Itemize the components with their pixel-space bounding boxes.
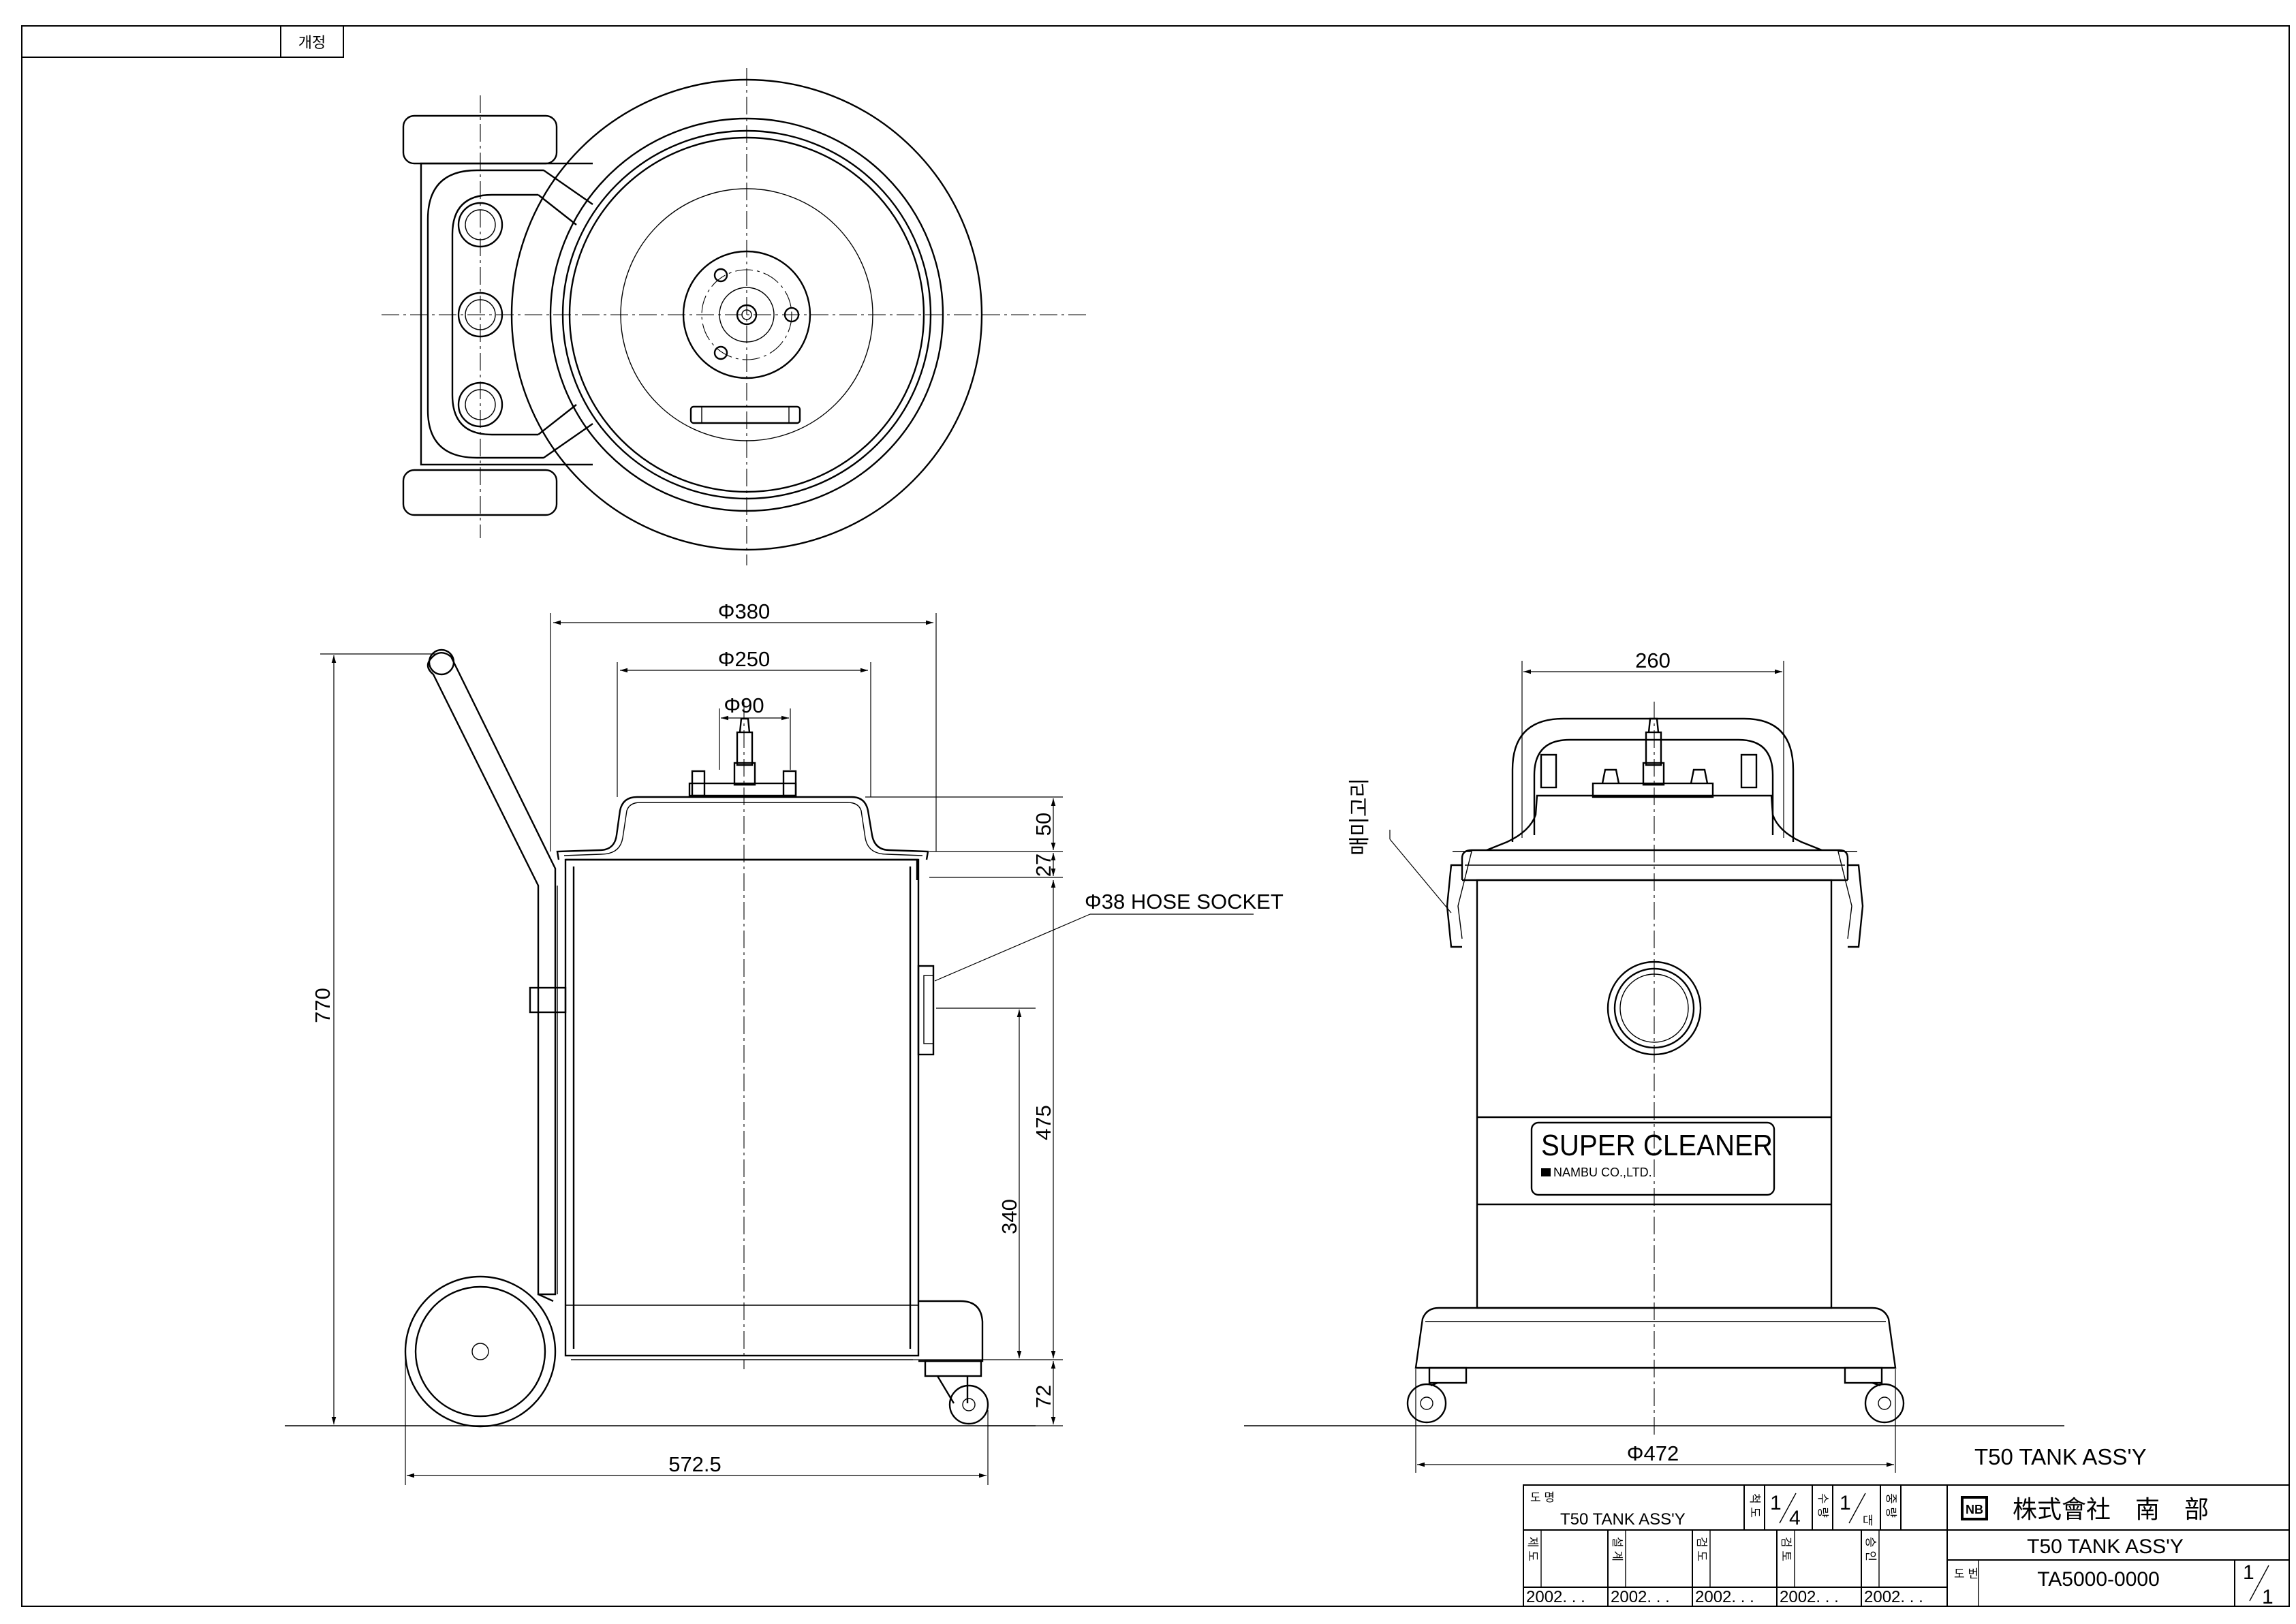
- title-scale-den: 4: [1789, 1507, 1801, 1529]
- revision-label: 개정: [298, 34, 326, 51]
- dim-h340: 340: [997, 1199, 1021, 1234]
- dim-w260: 260: [1635, 649, 1671, 672]
- title-qty-num: 1: [1840, 1492, 1851, 1514]
- label-plate-title: SUPER CLEANER: [1541, 1129, 1773, 1162]
- title-sheet-den: 1: [2262, 1586, 2274, 1608]
- title-role-2: 설 계: [1611, 1537, 1624, 1561]
- title-drawing-no: TA5000-0000: [2037, 1568, 2160, 1591]
- annotation-clamp: 매미고리: [1348, 778, 1371, 856]
- annotation-hose-socket: Φ38 HOSE SOCKET: [1085, 890, 1284, 914]
- drawing-caption: T50 TANK ASS'Y: [1974, 1444, 2147, 1469]
- side-view: Φ380 Φ250 Φ90 50 27 475 72 340: [285, 599, 1284, 1485]
- dim-phi380: Φ380: [718, 599, 770, 623]
- title-name-label: 도 명: [1530, 1491, 1555, 1504]
- title-drawing-no-label: 도 번: [1954, 1567, 1979, 1580]
- title-role-4: 검 토: [1780, 1537, 1793, 1561]
- title-sheet-num: 1: [2243, 1561, 2254, 1584]
- title-date-5: 2002. . .: [1864, 1588, 1923, 1606]
- dim-phi90: Φ90: [724, 693, 764, 717]
- dim-phi472: Φ472: [1627, 1441, 1679, 1465]
- dim-phi250: Φ250: [718, 647, 770, 671]
- revision-box: 개정: [21, 25, 344, 58]
- dim-w5725: 572.5: [668, 1452, 722, 1476]
- title-company: 株式會社 南 部: [2013, 1495, 2209, 1523]
- title-scale-num: 1: [1770, 1492, 1782, 1514]
- title-date-3: 2002. . .: [1695, 1588, 1754, 1606]
- nambu-mark-icon: [1541, 1168, 1551, 1176]
- title-role-1: 제 도: [1526, 1537, 1539, 1561]
- title-weight-label: 중 량: [1884, 1493, 1897, 1518]
- dim-h770: 770: [311, 988, 335, 1023]
- label-plate-maker: NAMBU CO.,LTD.: [1553, 1166, 1652, 1179]
- company-logo-text: NB: [1966, 1503, 1983, 1516]
- title-date-4: 2002. . .: [1780, 1588, 1839, 1606]
- dim-h72: 72: [1031, 1385, 1055, 1408]
- dim-h27: 27: [1031, 854, 1055, 877]
- title-role-3: 검 도: [1695, 1537, 1708, 1561]
- title-block: 도 명 T50 TANK ASS'Y 척 도 1 4 수 량 1 대 중 량 제…: [1523, 1484, 2290, 1608]
- dim-h50: 50: [1031, 813, 1055, 836]
- dim-h475: 475: [1031, 1105, 1055, 1140]
- title-scale-label: 척 도: [1748, 1493, 1761, 1518]
- title-name: T50 TANK ASS'Y: [1560, 1510, 1686, 1529]
- title-date-2: 2002. . .: [1611, 1588, 1670, 1606]
- title-qty-label: 수 량: [1816, 1493, 1829, 1518]
- front-view-dimensions: 260 Φ472 매미고리: [1348, 649, 1896, 1473]
- title-qty-unit: 대: [1863, 1514, 1874, 1527]
- title-role-5: 승 인: [1864, 1537, 1877, 1561]
- drawing-frame: [21, 25, 2290, 1607]
- company-logo-icon: NB: [1961, 1496, 1988, 1520]
- title-part-name: T50 TANK ASS'Y: [2027, 1535, 2184, 1558]
- front-view: SUPER CLEANER NAMBU CO.,LTD. 260 Φ472 매미…: [1244, 649, 2064, 1473]
- side-view-dimensions: Φ380 Φ250 Φ90 50 27 475 72 340: [311, 599, 1284, 1485]
- top-view: [382, 68, 1090, 565]
- title-date-1: 2002. . .: [1526, 1588, 1585, 1606]
